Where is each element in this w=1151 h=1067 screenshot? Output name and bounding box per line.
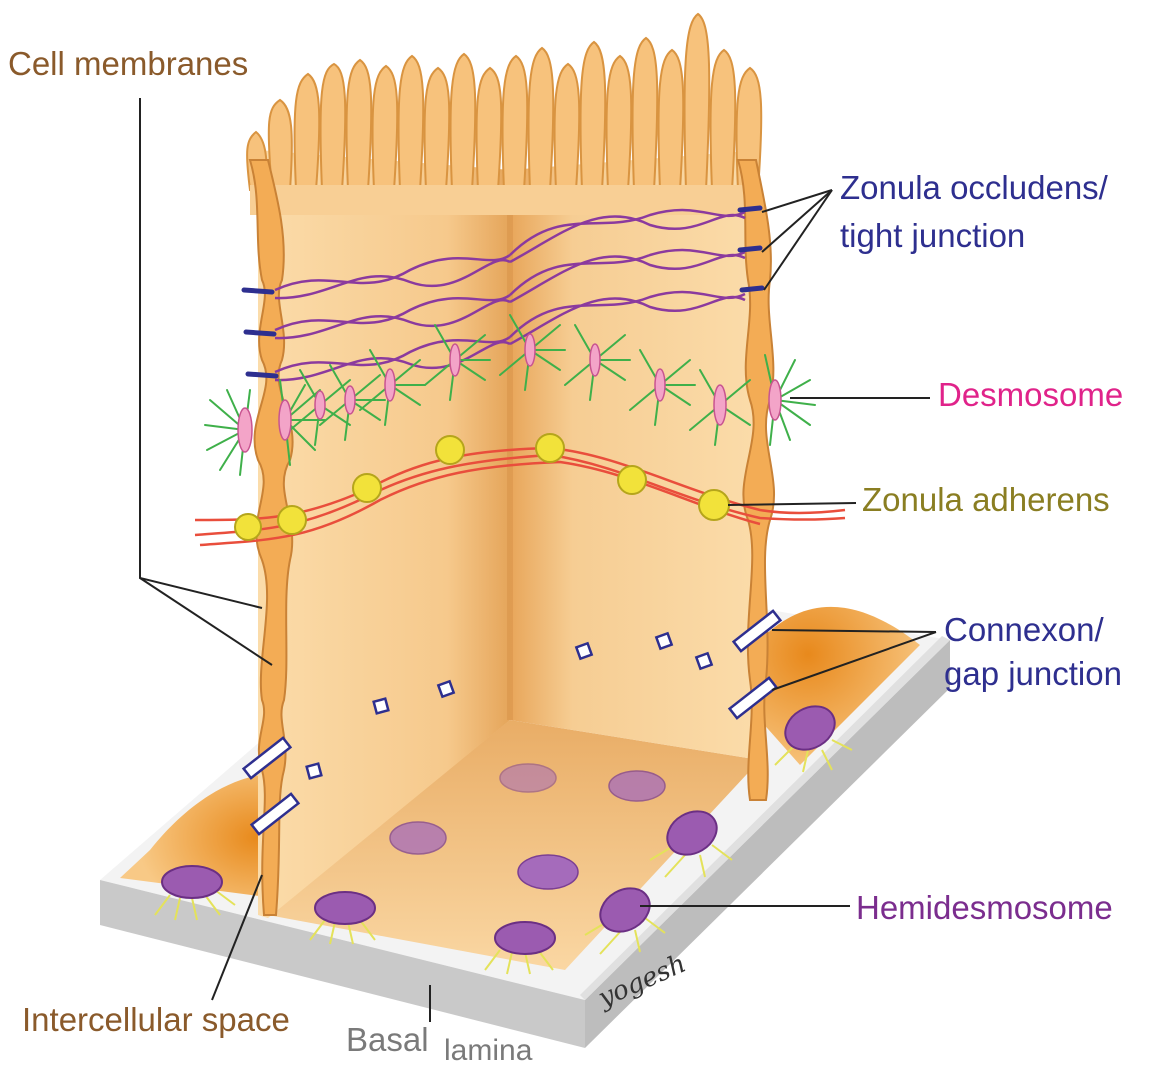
label-lamina: lamina [444, 1034, 532, 1067]
label-zonula-adherens: Zonula adherens [862, 482, 1110, 518]
label-desmosome: Desmosome [938, 377, 1123, 413]
label-hemidesmosome: Hemidesmosome [856, 890, 1113, 926]
leader-tight-junction-1 [762, 190, 832, 212]
label-cell-membranes: Cell membranes [8, 46, 248, 82]
label-tight-junction: tight junction [840, 218, 1025, 254]
label-intercellular-space: Intercellular space [22, 1002, 290, 1038]
leader-cell-membranes-2 [140, 578, 272, 665]
label-zonula-occludens: Zonula occludens/ [840, 170, 1108, 206]
label-gap-junction: gap junction [944, 656, 1122, 692]
label-basal: Basal [346, 1022, 429, 1058]
label-connexon: Connexon/ [944, 612, 1104, 648]
